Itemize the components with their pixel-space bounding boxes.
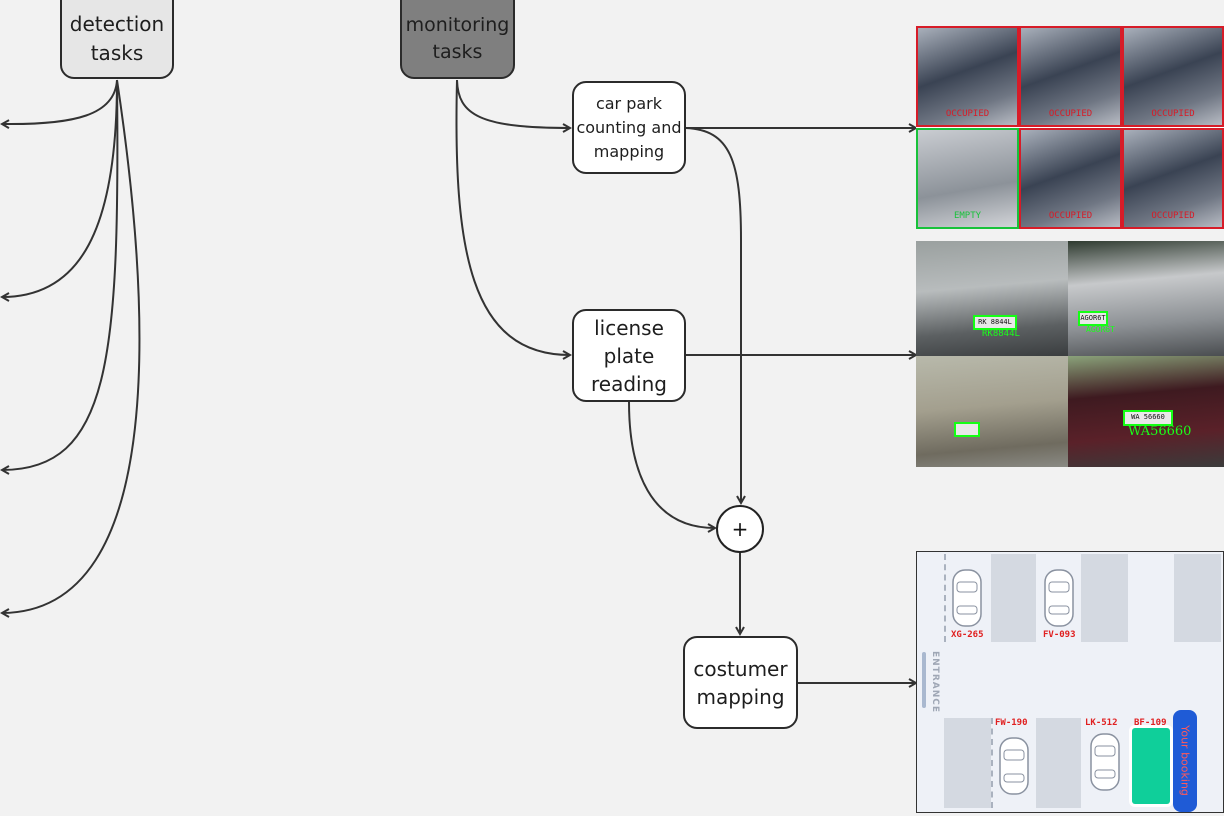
parking-slot-cell: OCCUPIED	[1122, 128, 1224, 229]
detection-tasks-node: detection tasks	[60, 0, 174, 79]
slot-status-label: OCCUPIED	[1048, 109, 1093, 119]
car-icon	[1090, 733, 1120, 791]
slot-status-label: OCCUPIED	[1151, 109, 1195, 119]
parking-slot-cell: OCCUPIED	[1019, 128, 1122, 229]
parking-slot	[1174, 554, 1221, 642]
parking-slot-cell: OCCUPIED	[916, 26, 1019, 127]
costumer-mapping-node: costumer mapping	[683, 636, 798, 729]
parking-slot	[1036, 718, 1081, 808]
car-photo	[916, 356, 1068, 467]
plus-node	[716, 505, 764, 553]
car-icon	[952, 569, 982, 627]
detection-arrow-4	[2, 79, 141, 613]
slot-label: FV-093	[1043, 630, 1076, 640]
car-park-counting-node: car park counting and mapping	[572, 81, 686, 174]
monitoring-to-carpark-arrow	[456, 79, 570, 128]
detection-arrow-2	[2, 79, 118, 297]
plate-detection-box: WA 56660	[1123, 410, 1173, 426]
plate-reading-text: AGOR6T	[1086, 325, 1115, 334]
slot-label: XG-265	[951, 630, 984, 640]
plus-symbol: +	[732, 517, 749, 541]
slot-status-label: OCCUPIED	[1151, 211, 1195, 221]
plate-to-plus-arrow	[628, 401, 715, 528]
entrance-label: ENTRANCE	[930, 651, 940, 713]
detection-arrow-3	[2, 79, 119, 470]
car-park-counting-label: car park counting and mapping	[576, 93, 682, 161]
license-plate-reading-node: license plate reading	[572, 309, 686, 402]
car-icon	[999, 737, 1029, 795]
car-icon	[1044, 569, 1074, 627]
monitoring-to-plate-arrow	[455, 79, 570, 355]
detection-tasks-label: detection tasks	[69, 11, 165, 65]
parking-slot-cell: OCCUPIED	[1122, 26, 1224, 127]
parking-occupancy-image: OCCUPIED OCCUPIED OCCUPIED EMPTY OCCUPIE…	[916, 26, 1224, 229]
carpark-to-plus-arrow	[685, 127, 741, 503]
monitoring-tasks-node: monitoring tasks	[400, 0, 515, 79]
slot-status-label: EMPTY	[953, 211, 982, 221]
license-plate-reading-label: license plate reading	[591, 315, 667, 396]
plate-reading-text: WA56660	[1128, 424, 1192, 439]
license-plate-image: RK 8844L RK8844L AGOR6T AGOR6T WA 56660 …	[916, 241, 1224, 467]
parking-slot	[1081, 554, 1128, 642]
parking-slot-cell: OCCUPIED	[1019, 26, 1122, 127]
plate-detection-box	[954, 422, 980, 437]
plate-reading-text: RK8844L	[982, 329, 1020, 339]
slot-status-label: OCCUPIED	[945, 109, 990, 119]
car-photo: AGOR6T AGOR6T	[1068, 241, 1224, 356]
booking-tag: Your booking	[1173, 710, 1197, 812]
parking-map-image: XG-265 FV-093 ENTRANCE FW-190 LK-512 BF-…	[916, 551, 1224, 813]
plate-detection-box: AGOR6T	[1078, 311, 1108, 326]
parking-slot	[991, 554, 1036, 642]
costumer-mapping-label: costumer mapping	[693, 656, 788, 709]
car-photo: RK 8844L RK8844L	[916, 241, 1068, 356]
plate-detection-box: RK 8844L	[973, 315, 1017, 330]
slot-label: BF-109	[1134, 718, 1167, 728]
slot-status-label: OCCUPIED	[1048, 211, 1093, 221]
car-photo: WA 56660 WA56660	[1068, 356, 1224, 467]
detection-arrow-1	[2, 79, 118, 124]
slot-label: FW-190	[995, 718, 1028, 728]
parking-slot	[944, 718, 991, 808]
booking-label: Your booking	[1178, 725, 1192, 796]
slot-label: LK-512	[1085, 718, 1118, 728]
entrance-marker	[922, 652, 926, 708]
monitoring-tasks-label: monitoring tasks	[405, 13, 510, 63]
booked-slot-highlight	[1132, 728, 1170, 804]
parking-slot-cell: EMPTY	[916, 128, 1019, 229]
